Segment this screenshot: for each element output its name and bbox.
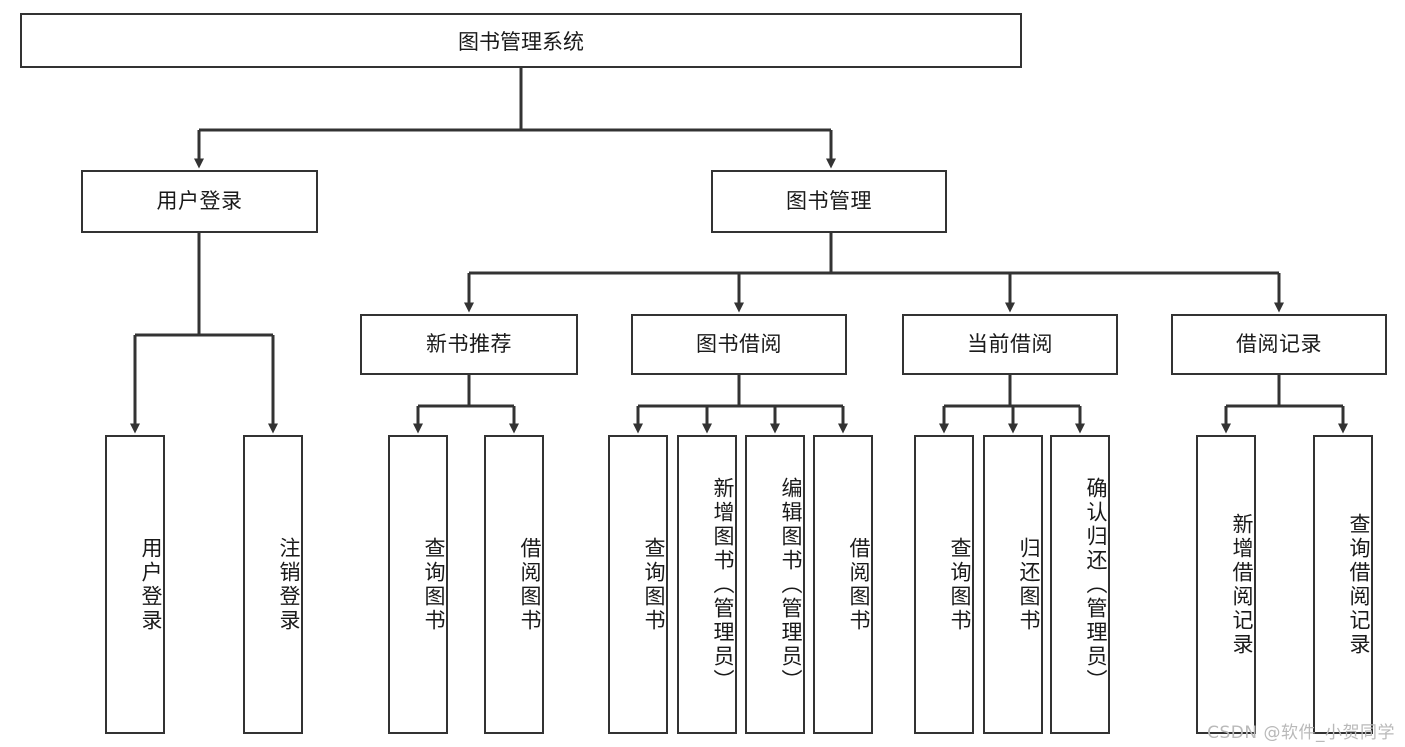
node-leaf-return-book-label: 归还图书 [1017,536,1041,633]
node-leaf-borrow-book-1-label: 借阅图书 [518,536,542,633]
node-user-login-label: 用户登录 [156,188,243,213]
node-leaf-query-record-label: 查询借阅记录 [1347,512,1371,657]
node-book-borrow-label: 图书借阅 [696,331,782,356]
node-borrow-record[interactable]: 借阅记录 [1171,314,1387,375]
node-leaf-borrow-book-2[interactable]: 借阅图书 [813,435,873,734]
node-leaf-user-logout[interactable]: 注销登录 [243,435,303,734]
node-leaf-query-book-1-label: 查询图书 [422,536,446,633]
node-leaf-query-record[interactable]: 查询借阅记录 [1313,435,1373,734]
node-leaf-borrow-book-2-label: 借阅图书 [847,536,871,633]
node-user-login[interactable]: 用户登录 [81,170,318,233]
node-leaf-confirm-return-label: 确认归还（管理员） [1084,476,1108,693]
node-leaf-user-login-label: 用户登录 [139,536,163,633]
node-borrow-record-label: 借阅记录 [1236,331,1322,356]
node-new-book-recommend[interactable]: 新书推荐 [360,314,578,375]
node-book-borrow[interactable]: 图书借阅 [631,314,847,375]
node-book-manage-label: 图书管理 [786,188,872,213]
node-leaf-edit-book-label: 编辑图书（管理员） [779,476,803,693]
node-leaf-add-record-label: 新增借阅记录 [1230,512,1254,657]
node-leaf-user-logout-label: 注销登录 [277,536,301,633]
node-leaf-query-book-3-label: 查询图书 [948,536,972,633]
node-leaf-query-book-3[interactable]: 查询图书 [914,435,974,734]
node-book-manage[interactable]: 图书管理 [711,170,947,233]
node-leaf-add-book[interactable]: 新增图书（管理员） [677,435,737,734]
node-leaf-add-book-label: 新增图书（管理员） [711,476,735,693]
node-current-borrow-label: 当前借阅 [967,331,1053,356]
node-leaf-edit-book[interactable]: 编辑图书（管理员） [745,435,805,734]
node-leaf-user-login[interactable]: 用户登录 [105,435,165,734]
node-leaf-add-record[interactable]: 新增借阅记录 [1196,435,1256,734]
node-leaf-borrow-book-1[interactable]: 借阅图书 [484,435,544,734]
node-current-borrow[interactable]: 当前借阅 [902,314,1118,375]
node-leaf-return-book[interactable]: 归还图书 [983,435,1043,734]
node-leaf-confirm-return[interactable]: 确认归还（管理员） [1050,435,1110,734]
node-leaf-query-book-2-label: 查询图书 [642,536,666,633]
node-leaf-query-book-2[interactable]: 查询图书 [608,435,668,734]
node-leaf-query-book-1[interactable]: 查询图书 [388,435,448,734]
node-new-book-recommend-label: 新书推荐 [426,331,512,356]
node-root[interactable]: 图书管理系统 [20,13,1022,68]
node-root-label: 图书管理系统 [458,29,584,54]
watermark: CSDN @软件_小贺同学 [1207,723,1395,743]
